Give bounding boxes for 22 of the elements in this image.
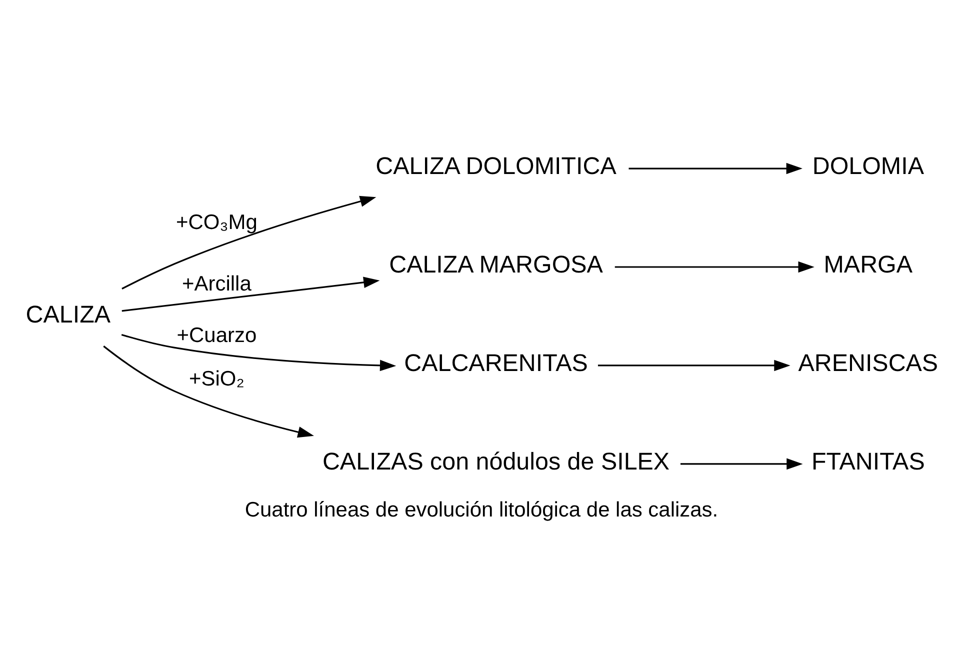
- edge-label: +CO₃Mg: [176, 210, 258, 234]
- node-text: DOLOMIA: [812, 152, 924, 180]
- node-text: CALIZA: [26, 301, 111, 328]
- arrow: [598, 359, 790, 371]
- arrow: [121, 333, 396, 371]
- node-text: CALIZA MARGOSA: [389, 251, 603, 278]
- edge-label: +Arcilla: [182, 272, 252, 295]
- node-text: CALIZAS con nódulos de SILEX: [322, 448, 670, 476]
- arrow: [614, 260, 814, 272]
- arrow: [628, 162, 802, 174]
- node-text: ARENISCAS: [798, 350, 938, 377]
- node-text: CALIZA DOLOMITICA: [376, 152, 616, 180]
- arrow: [122, 195, 376, 289]
- arrow: [122, 276, 380, 312]
- arrow: [680, 458, 803, 470]
- caption: Cuatro líneas de evolución litológica de las calizas.: [244, 498, 718, 521]
- arrow: [103, 345, 314, 438]
- node-text: FTANITAS: [811, 448, 925, 476]
- node-text: CALCARENITAS: [404, 350, 588, 377]
- edge-label: +Cuarzo: [176, 323, 257, 346]
- edge-label: +SiO₂: [189, 367, 244, 390]
- node-text: MARGA: [824, 251, 913, 278]
